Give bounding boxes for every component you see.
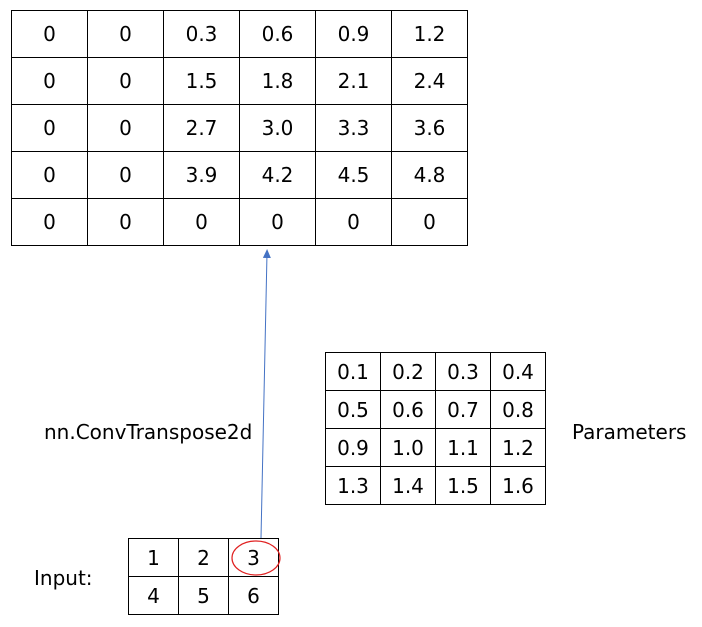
output-row: 0 0 2.7 3.0 3.3 3.6 (11, 104, 468, 152)
parameter-cell: 0.7 (435, 390, 491, 429)
output-cell: 3.0 (239, 104, 316, 152)
output-row: 0 0 1.5 1.8 2.1 2.4 (11, 57, 468, 105)
parameter-cell: 0.1 (325, 352, 381, 391)
input-cell: 6 (228, 576, 279, 615)
output-cell: 0 (87, 198, 164, 246)
parameters-row: 0.1 0.2 0.3 0.4 (325, 352, 546, 391)
output-cell: 1.2 (391, 10, 468, 58)
output-cell: 0 (391, 198, 468, 246)
input-cell-highlighted: 3 (228, 538, 279, 577)
parameters-grid: 0.1 0.2 0.3 0.4 0.5 0.6 0.7 0.8 0.9 1.0 … (325, 352, 546, 505)
input-label: Input: (34, 566, 93, 590)
parameter-cell: 0.6 (380, 390, 436, 429)
parameter-cell: 0.5 (325, 390, 381, 429)
output-cell: 2.1 (315, 57, 392, 105)
input-cell: 5 (178, 576, 229, 615)
output-cell: 1.5 (163, 57, 240, 105)
parameter-cell: 1.4 (380, 466, 436, 505)
input-row: 4 5 6 (128, 576, 279, 615)
output-cell: 4.8 (391, 151, 468, 199)
parameter-cell: 1.3 (325, 466, 381, 505)
output-cell: 4.2 (239, 151, 316, 199)
parameter-cell: 1.1 (435, 428, 491, 467)
output-cell: 3.9 (163, 151, 240, 199)
output-cell: 0 (11, 104, 88, 152)
parameter-cell: 0.9 (325, 428, 381, 467)
output-row: 0 0 3.9 4.2 4.5 4.8 (11, 151, 468, 199)
output-row: 0 0 0.3 0.6 0.9 1.2 (11, 10, 468, 58)
parameter-cell: 1.2 (490, 428, 546, 467)
output-cell: 0 (87, 57, 164, 105)
operation-label: nn.ConvTranspose2d (44, 420, 253, 444)
input-row: 1 2 3 (128, 538, 279, 577)
output-cell: 0 (87, 10, 164, 58)
output-cell: 0 (11, 57, 88, 105)
parameters-row: 0.5 0.6 0.7 0.8 (325, 390, 546, 429)
parameter-cell: 1.6 (490, 466, 546, 505)
input-cell: 2 (178, 538, 229, 577)
output-cell: 2.4 (391, 57, 468, 105)
output-cell: 0.9 (315, 10, 392, 58)
parameter-cell: 0.3 (435, 352, 491, 391)
output-grid: 0 0 0.3 0.6 0.9 1.2 0 0 1.5 1.8 2.1 2.4 … (11, 10, 468, 246)
output-cell: 0 (11, 10, 88, 58)
output-cell: 0 (87, 104, 164, 152)
output-cell: 3.3 (315, 104, 392, 152)
output-cell: 0 (11, 198, 88, 246)
output-cell: 0.3 (163, 10, 240, 58)
input-cell: 1 (128, 538, 179, 577)
output-cell: 2.7 (163, 104, 240, 152)
input-grid: 1 2 3 4 5 6 (128, 538, 279, 615)
output-cell: 0 (11, 151, 88, 199)
output-row: 0 0 0 0 0 0 (11, 198, 468, 246)
parameter-cell: 0.2 (380, 352, 436, 391)
output-cell: 0 (315, 198, 392, 246)
output-cell: 0 (239, 198, 316, 246)
output-cell: 0 (163, 198, 240, 246)
input-cell: 4 (128, 576, 179, 615)
parameters-row: 1.3 1.4 1.5 1.6 (325, 466, 546, 505)
parameter-cell: 0.8 (490, 390, 546, 429)
output-cell: 0.6 (239, 10, 316, 58)
output-cell: 4.5 (315, 151, 392, 199)
parameter-cell: 1.5 (435, 466, 491, 505)
parameters-label: Parameters (572, 420, 687, 444)
arrow-line (260, 249, 271, 539)
output-cell: 0 (87, 151, 164, 199)
output-cell: 1.8 (239, 57, 316, 105)
output-cell: 3.6 (391, 104, 468, 152)
parameter-cell: 1.0 (380, 428, 436, 467)
parameter-cell: 0.4 (490, 352, 546, 391)
parameters-row: 0.9 1.0 1.1 1.2 (325, 428, 546, 467)
